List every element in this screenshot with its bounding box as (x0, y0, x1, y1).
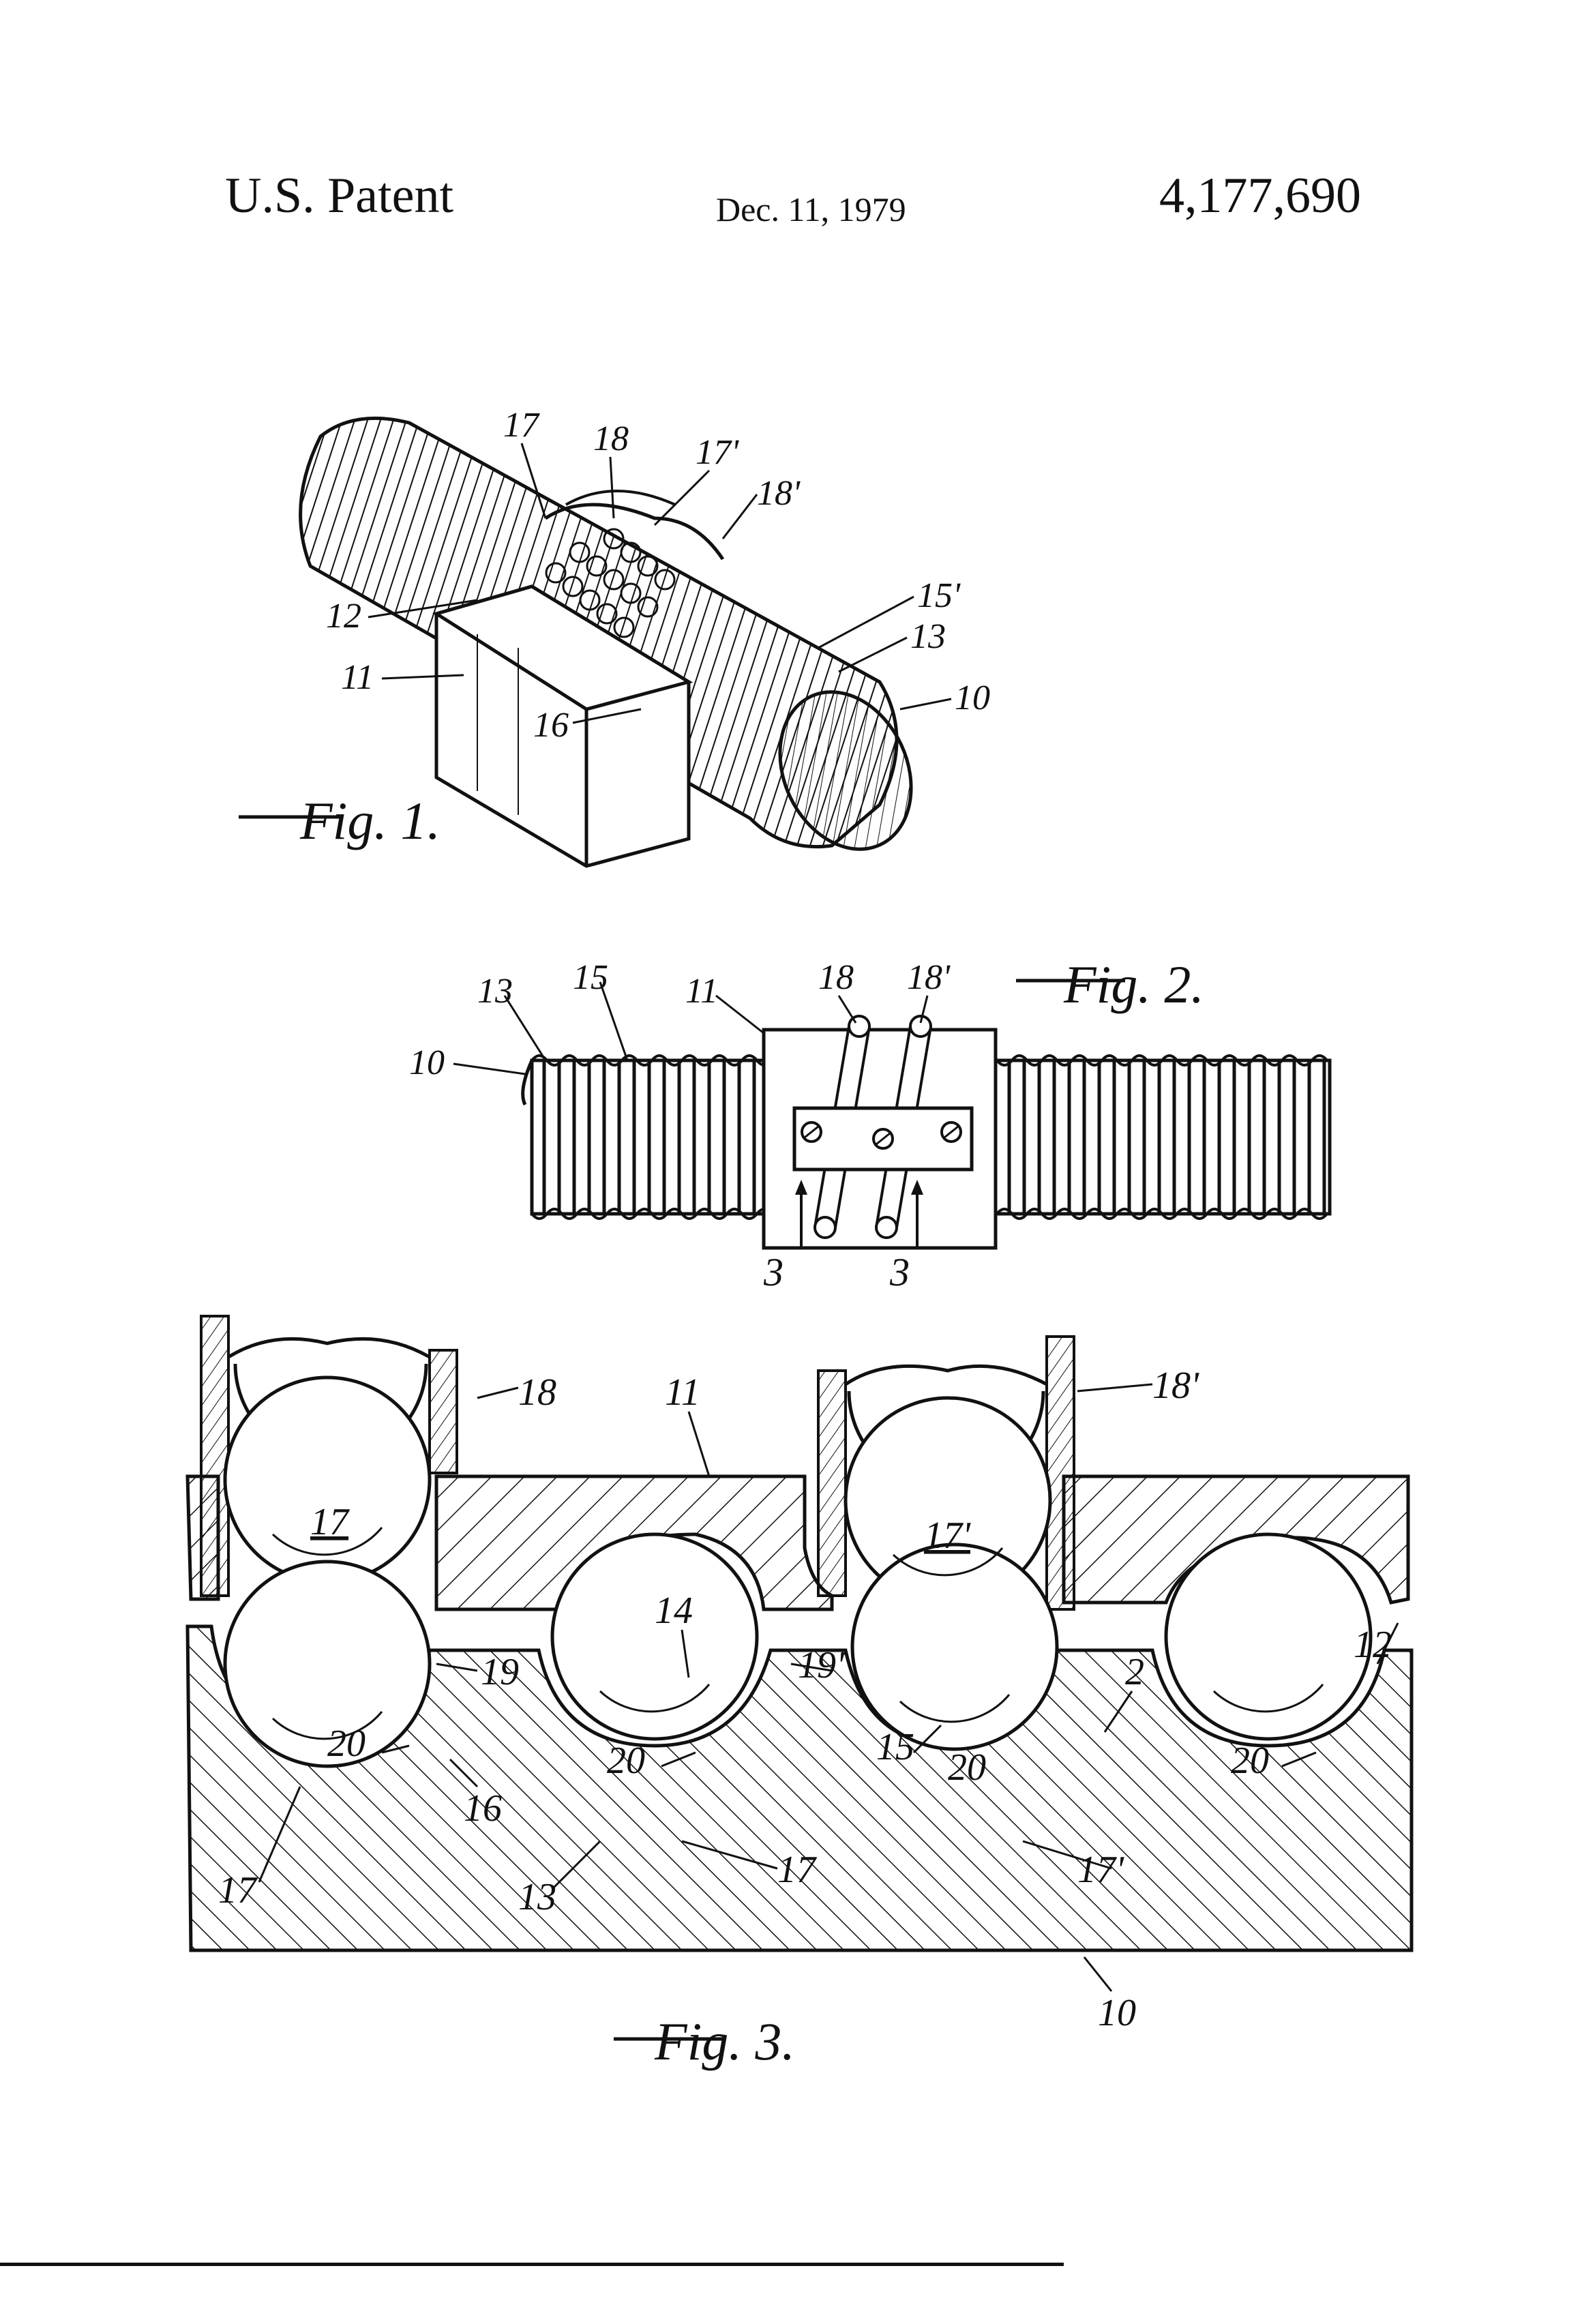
fig2-label-13: 13 (477, 972, 513, 1011)
fig1-label-17: 17 (503, 406, 540, 445)
fig3-label-13: 13 (518, 1876, 556, 1918)
fig1-label-18-prime: 18' (757, 474, 801, 513)
fig3-label-2: 2 (1125, 1651, 1144, 1693)
fig3-label-11: 11 (665, 1371, 700, 1414)
fig1-label-12: 12 (326, 597, 361, 636)
fig3-label-20-d: 20 (1231, 1740, 1269, 1782)
fig1-label-13: 13 (910, 617, 946, 656)
bottom-rule (0, 2263, 1064, 2266)
fig3-label-17-lower: 17 (218, 1869, 258, 1911)
fig1-label-17-prime: 17' (696, 433, 739, 472)
fig1-label-11: 11 (341, 658, 374, 697)
fig2-label-18-prime: 18' (907, 958, 951, 997)
fig2-caption: Fig. 2. (1063, 955, 1204, 1014)
fig3-label-18: 18 (518, 1371, 556, 1414)
fig3-label-17-upper: 17 (310, 1501, 350, 1543)
fig2-label-11: 11 (685, 972, 718, 1011)
fig2-label-18: 18 (818, 958, 854, 997)
fig3-caption: Fig. 3. (654, 2012, 795, 2071)
fig3-label-20-c: 20 (948, 1746, 986, 1789)
fig1-label-10: 10 (955, 679, 990, 717)
fig1-perspective-view: 17 18 17' 18' 12 11 16 15' 13 10 Fig. 1. (239, 406, 990, 871)
fig3-label-18-prime: 18' (1152, 1365, 1199, 1407)
fig3-section-view: 18 11 18' 17 17' 14 19 19' 12 2 20 20 15… (188, 1316, 1412, 2071)
fig3-label-17-middle: 17 (777, 1849, 817, 1891)
fig3-label-15: 15 (876, 1726, 914, 1768)
fig3-label-20-b: 20 (607, 1740, 645, 1782)
fig3-label-14: 14 (655, 1590, 693, 1632)
fig1-label-16: 16 (533, 706, 569, 745)
fig2-label-10: 10 (409, 1043, 445, 1082)
fig3-label-10: 10 (1098, 1992, 1136, 2034)
fig3-label-16: 16 (464, 1787, 502, 1830)
fig2-label-3-left: 3 (763, 1250, 783, 1294)
fig3-label-17-prime-lower: 17' (1077, 1849, 1124, 1891)
fig3-label-20-a: 20 (327, 1723, 365, 1765)
fig2-label-3-right: 3 (889, 1250, 910, 1294)
fig3-label-19: 19 (481, 1651, 519, 1693)
fig3-label-17-prime-upper: 17' (924, 1515, 971, 1557)
fig1-caption: Fig. 1. (299, 791, 441, 850)
fig2-side-view: 13 15 11 18 18' 10 3 3 Fig. 2. (409, 955, 1330, 1294)
fig1-label-18: 18 (593, 419, 629, 458)
fig1-label-15-prime: 15' (917, 576, 961, 615)
